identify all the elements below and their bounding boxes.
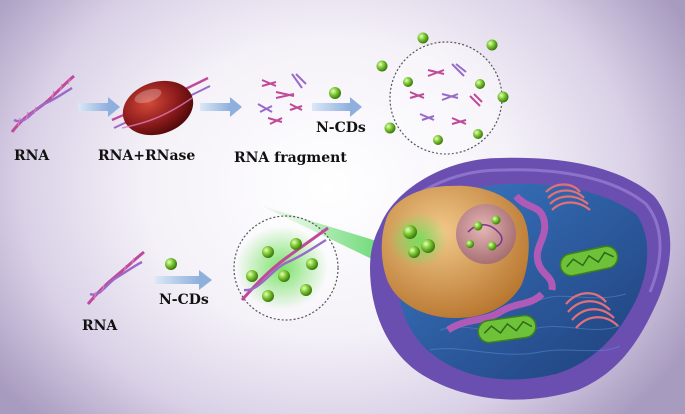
cell-cutaway (370, 157, 671, 400)
label-rna-bottom: RNA (82, 318, 118, 334)
green-carbon-dot-icon (384, 122, 396, 134)
arrow-rna-to-ncds-bottom (155, 270, 212, 290)
rnase-complex (111, 76, 211, 136)
rna-fragments (257, 73, 307, 125)
zoom-circle-top (376, 32, 509, 155)
label-rna-rnase: RNA+RNase (98, 148, 196, 164)
label-rna-fragment: RNA fragment (234, 150, 347, 166)
arrow-rna-to-rnase (78, 97, 120, 117)
mitochondrion-bottom (477, 314, 537, 344)
arrow-fragment-to-ncds (312, 97, 362, 117)
green-carbon-dot-icon (306, 258, 318, 270)
green-carbon-dot-icon (433, 135, 443, 145)
green-carbon-dot-icon (473, 221, 483, 231)
green-carbon-dot-icon (491, 215, 501, 225)
green-carbon-dot-icon (487, 241, 497, 251)
arrow-rnase-to-fragment (200, 97, 242, 117)
green-carbon-dot-icon (486, 39, 498, 51)
green-carbon-dot-icon (421, 239, 435, 253)
rna-strand-top (10, 74, 75, 133)
green-carbon-dot-icon (376, 60, 388, 72)
green-carbon-dot-icon (497, 91, 509, 103)
green-carbon-dot-icon (475, 79, 485, 89)
green-carbon-dot-icon (246, 270, 258, 282)
green-carbon-dot-icon (403, 77, 413, 87)
green-carbon-dot-icon (403, 225, 417, 239)
green-carbon-dot-icon (329, 87, 341, 99)
label-rna-top: RNA (14, 148, 50, 164)
green-carbon-dot-icon (290, 238, 302, 250)
green-carbon-dot-icon (417, 32, 429, 44)
endoplasmic-reticulum (446, 291, 545, 334)
green-carbon-dot-icon (262, 290, 274, 302)
nucleus-fluorescence (388, 212, 448, 268)
endoplasmic-reticulum (513, 193, 556, 291)
green-carbon-dot-icon (408, 246, 420, 258)
nucleolus (456, 204, 516, 264)
green-carbon-dot-icon (300, 284, 312, 296)
green-carbon-dot-icon (278, 270, 290, 282)
rnase-enzyme (122, 80, 194, 136)
golgi-apparatus-bottom (565, 292, 619, 329)
green-carbon-dot-icon (165, 258, 177, 270)
green-carbon-dot-icon (466, 240, 474, 248)
golgi-apparatus-top (545, 183, 591, 211)
label-ncds-bottom: N-CDs (159, 292, 209, 308)
green-carbon-dot-icon (473, 129, 483, 139)
mitochondrion-right (559, 245, 619, 277)
zoom-circle-bottom (233, 215, 339, 321)
rna-strand-bottom (86, 250, 145, 305)
label-ncds-top: N-CDs (316, 120, 366, 136)
green-carbon-dot-icon (262, 246, 274, 258)
